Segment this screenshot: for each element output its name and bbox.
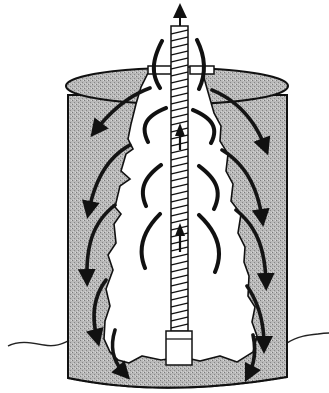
top-collar-left [148, 66, 171, 74]
auger-base [166, 331, 192, 365]
arrow-up-icon [173, 3, 187, 26]
